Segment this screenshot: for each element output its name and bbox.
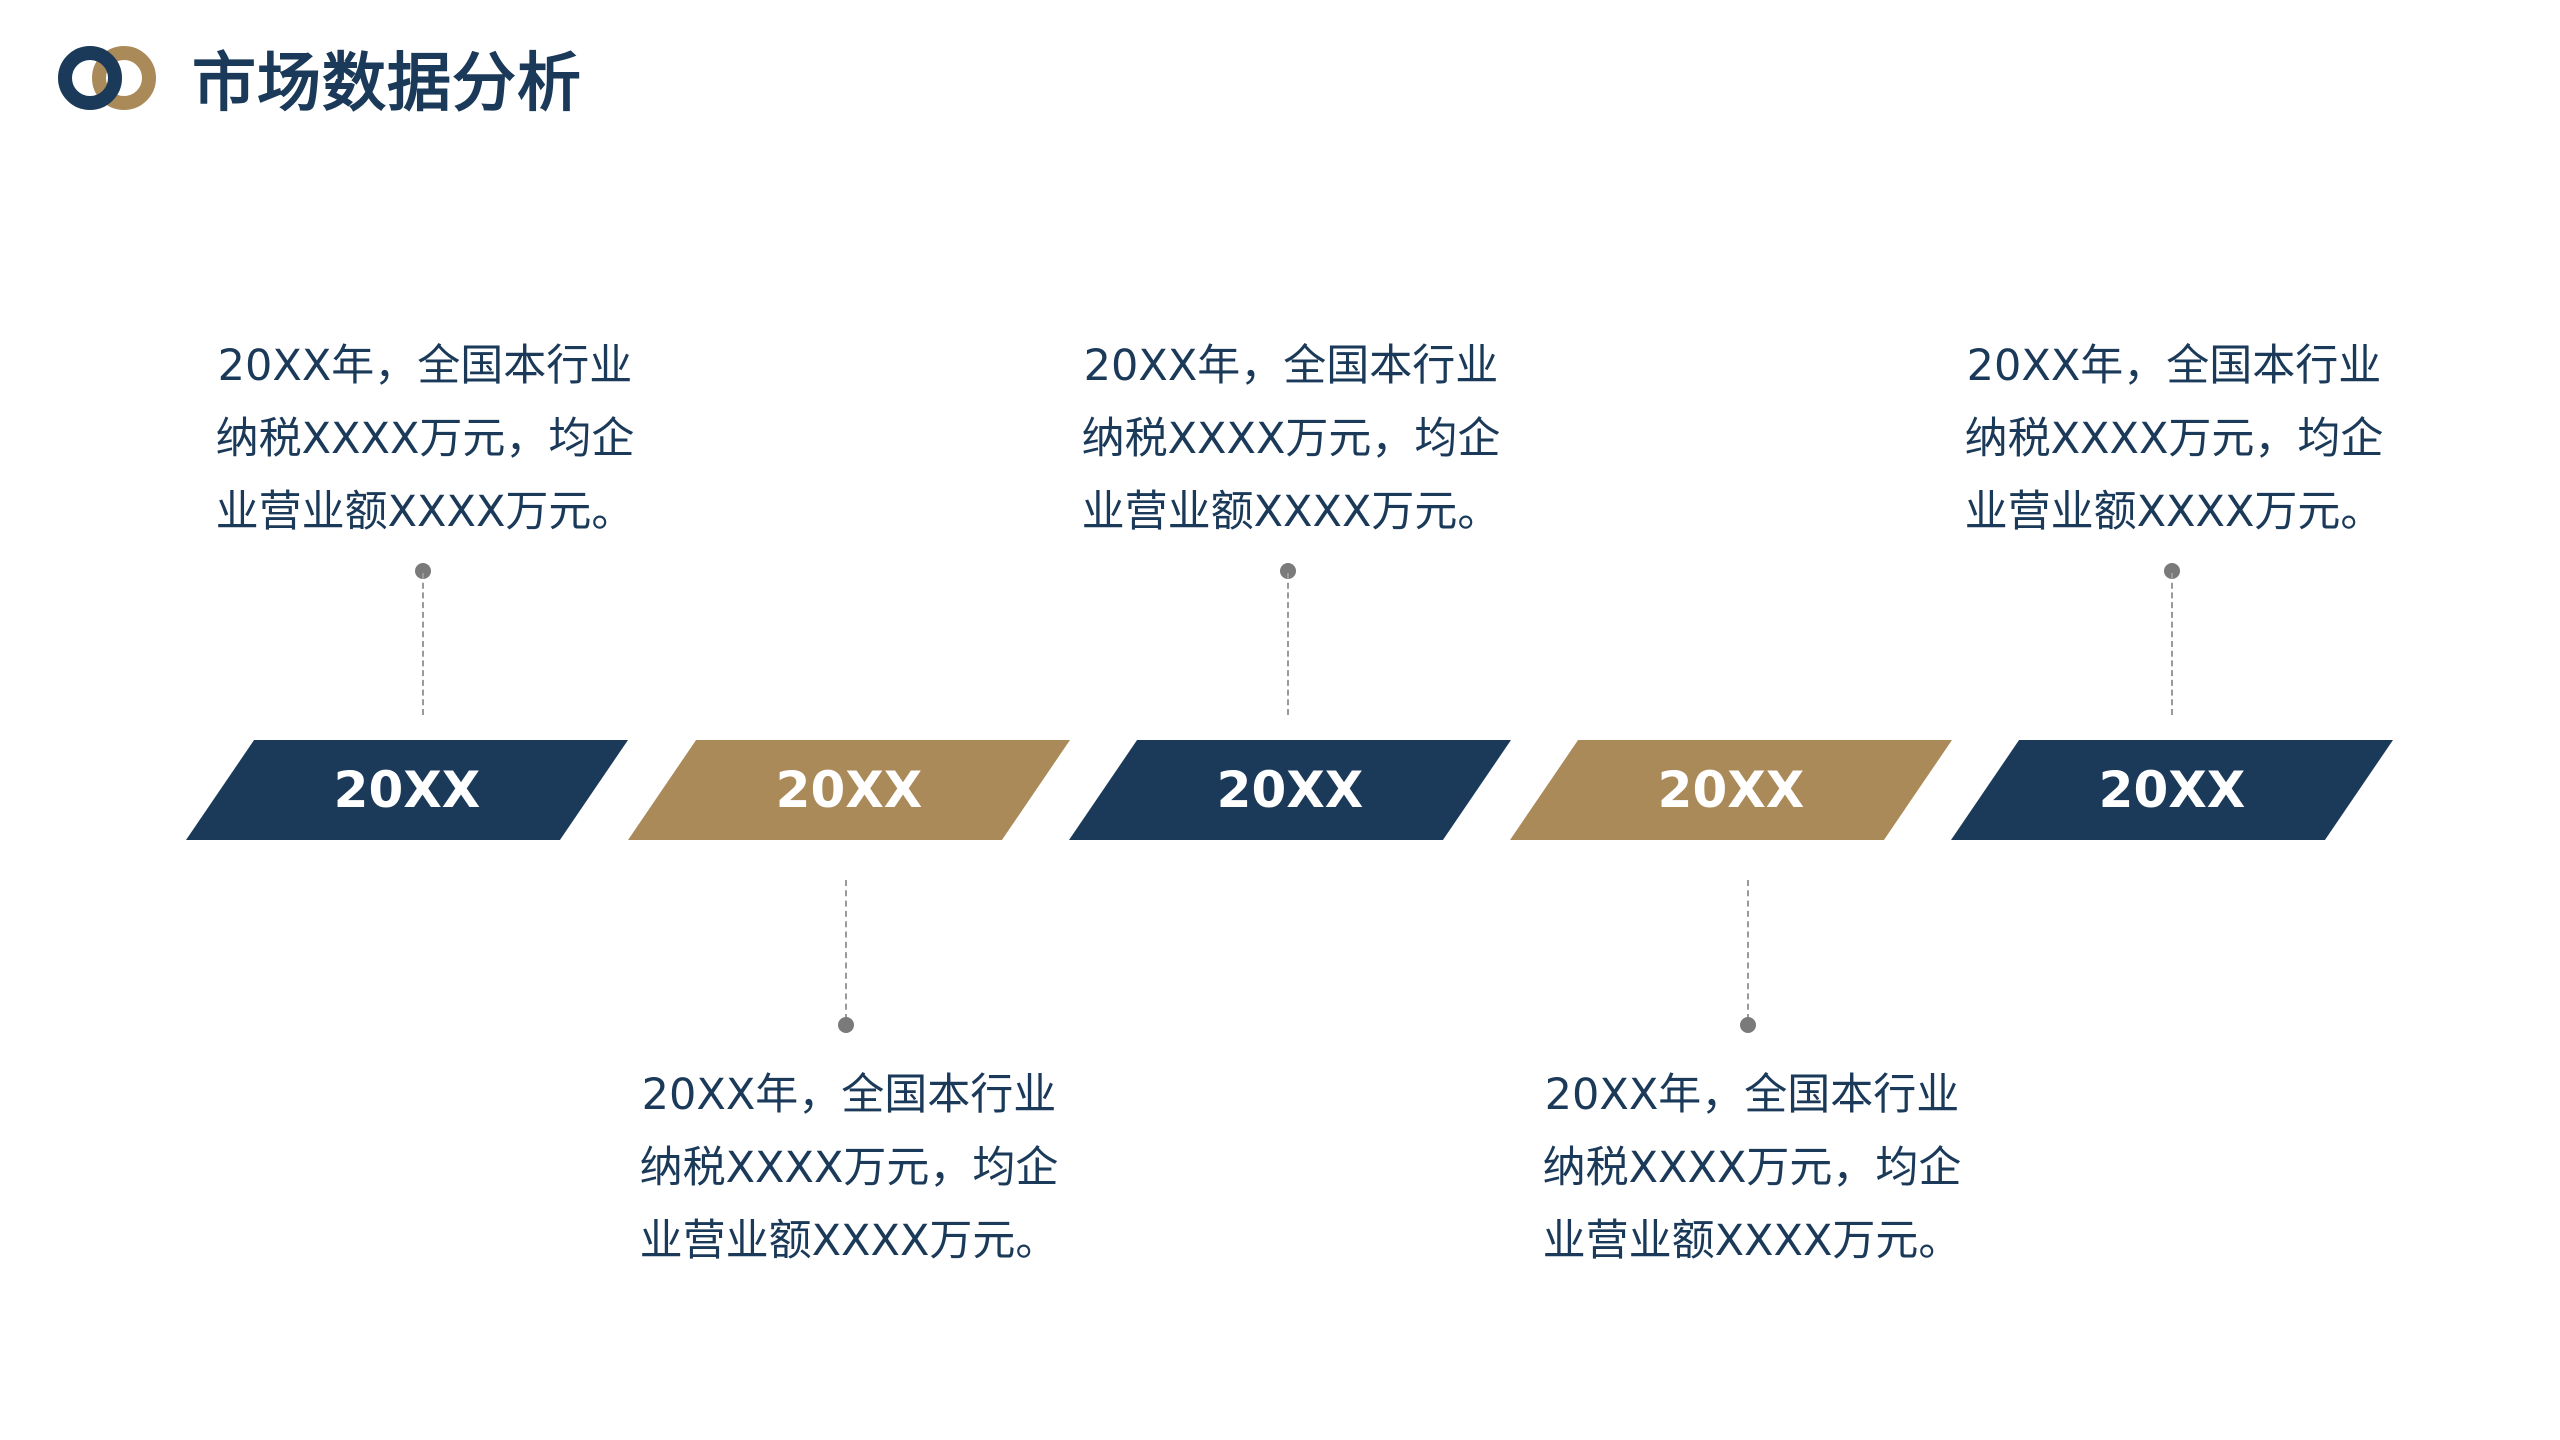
description-line: 纳税XXXX万元，均企	[1964, 414, 2384, 464]
description-line: 纳税XXXX万元，均企	[215, 414, 635, 464]
timeline-segment-3: 20XX	[1069, 740, 1511, 840]
description-line: 业营业额XXXX万元。	[639, 1216, 1059, 1266]
timeline-segment-1: 20XX	[186, 740, 628, 840]
dashed-connector	[1747, 880, 1749, 1020]
segment-year-label: 20XX	[2098, 761, 2246, 819]
description-line: 20XX年，全国本行业	[641, 1070, 1057, 1120]
description-line: 业营业额XXXX万元。	[1542, 1216, 1962, 1266]
segment-year-label: 20XX	[1216, 761, 1364, 819]
timeline-segment-5: 20XX	[1951, 740, 2393, 840]
dashed-connector	[422, 573, 424, 715]
description-line: 业营业额XXXX万元。	[1964, 487, 2384, 537]
timeline-segment-4: 20XX	[1510, 740, 1952, 840]
description-line: 纳税XXXX万元，均企	[639, 1143, 1059, 1193]
page-title: 市场数据分析	[192, 47, 582, 121]
connector-dot	[838, 1017, 854, 1033]
segment-year-label: 20XX	[333, 761, 481, 819]
description-line: 20XX年，全国本行业	[1966, 341, 2382, 391]
dashed-connector	[2171, 573, 2173, 715]
timeline-description-1: 20XX年，全国本行业 纳税XXXX万元，均企 业营业额XXXX万元。	[210, 330, 640, 549]
description-line: 业营业额XXXX万元。	[215, 487, 635, 537]
timeline-description-2: 20XX年，全国本行业 纳税XXXX万元，均企 业营业额XXXX万元。	[634, 1059, 1064, 1278]
connector-dot	[1740, 1017, 1756, 1033]
description-line: 纳税XXXX万元，均企	[1081, 414, 1501, 464]
timeline-description-4: 20XX年，全国本行业 纳税XXXX万元，均企 业营业额XXXX万元。	[1537, 1059, 1967, 1278]
description-line: 20XX年，全国本行业	[1083, 341, 1499, 391]
timeline-description-5: 20XX年，全国本行业 纳税XXXX万元，均企 业营业额XXXX万元。	[1959, 330, 2389, 549]
connector-dot	[415, 563, 431, 579]
description-line: 纳税XXXX万元，均企	[1542, 1143, 1962, 1193]
description-line: 20XX年，全国本行业	[1544, 1070, 1960, 1120]
dashed-connector	[845, 880, 847, 1020]
description-line: 20XX年，全国本行业	[217, 341, 633, 391]
timeline-description-3: 20XX年，全国本行业 纳税XXXX万元，均企 业营业额XXXX万元。	[1076, 330, 1506, 549]
description-line: 业营业额XXXX万元。	[1081, 487, 1501, 537]
segment-year-label: 20XX	[1657, 761, 1805, 819]
dashed-connector	[1287, 573, 1289, 715]
page-header: 市场数据分析	[58, 38, 582, 121]
connector-dot	[2164, 563, 2180, 579]
segment-year-label: 20XX	[775, 761, 923, 819]
connector-dot	[1280, 563, 1296, 579]
interlocking-rings-logo	[58, 43, 156, 113]
timeline-segment-2: 20XX	[628, 740, 1070, 840]
